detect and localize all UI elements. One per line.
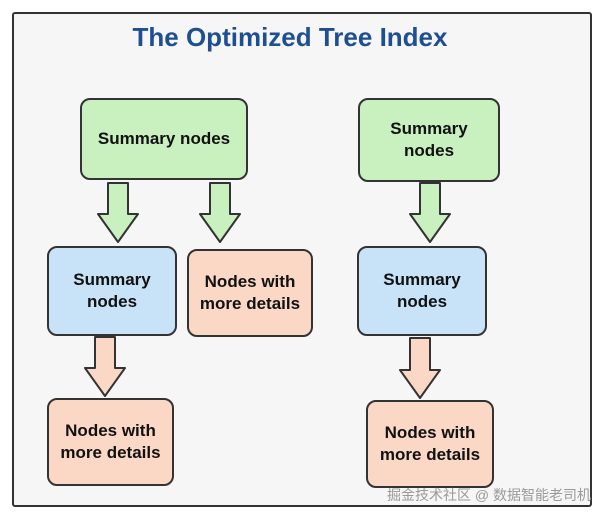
right-mid-summary-label: Summary nodes	[383, 270, 461, 311]
arrow-left-root-to-details	[199, 182, 241, 243]
right-leaf-details-label: Nodes with more details	[379, 423, 481, 464]
left-leaf-details-label: Nodes with more details	[60, 421, 161, 462]
left-mid-summary-node: Summary nodes	[47, 246, 177, 336]
arrow-left-root-to-summary	[97, 182, 139, 243]
left-root-summary-label: Summary nodes	[97, 129, 231, 148]
left-root-summary-node: Summary nodes	[80, 98, 248, 180]
left-mid-details-node: Nodes with more details	[187, 249, 313, 337]
left-mid-details-label: Nodes with more details	[199, 272, 301, 313]
right-mid-summary-node: Summary nodes	[357, 246, 487, 336]
left-mid-summary-label: Summary nodes	[73, 270, 151, 311]
arrow-left-summary-to-leaf	[84, 336, 126, 397]
watermark-text: 掘金技术社区 @ 数据智能老司机	[387, 487, 591, 503]
right-root-summary-node: Summary nodes	[358, 98, 500, 182]
left-leaf-details-node: Nodes with more details	[47, 398, 174, 486]
right-root-summary-label: Summary nodes	[390, 119, 468, 160]
arrow-right-summary-to-leaf	[399, 337, 441, 399]
arrow-right-root-to-summary	[409, 182, 451, 243]
diagram-title: The Optimized Tree Index	[132, 22, 448, 52]
right-leaf-details-node: Nodes with more details	[366, 400, 494, 488]
